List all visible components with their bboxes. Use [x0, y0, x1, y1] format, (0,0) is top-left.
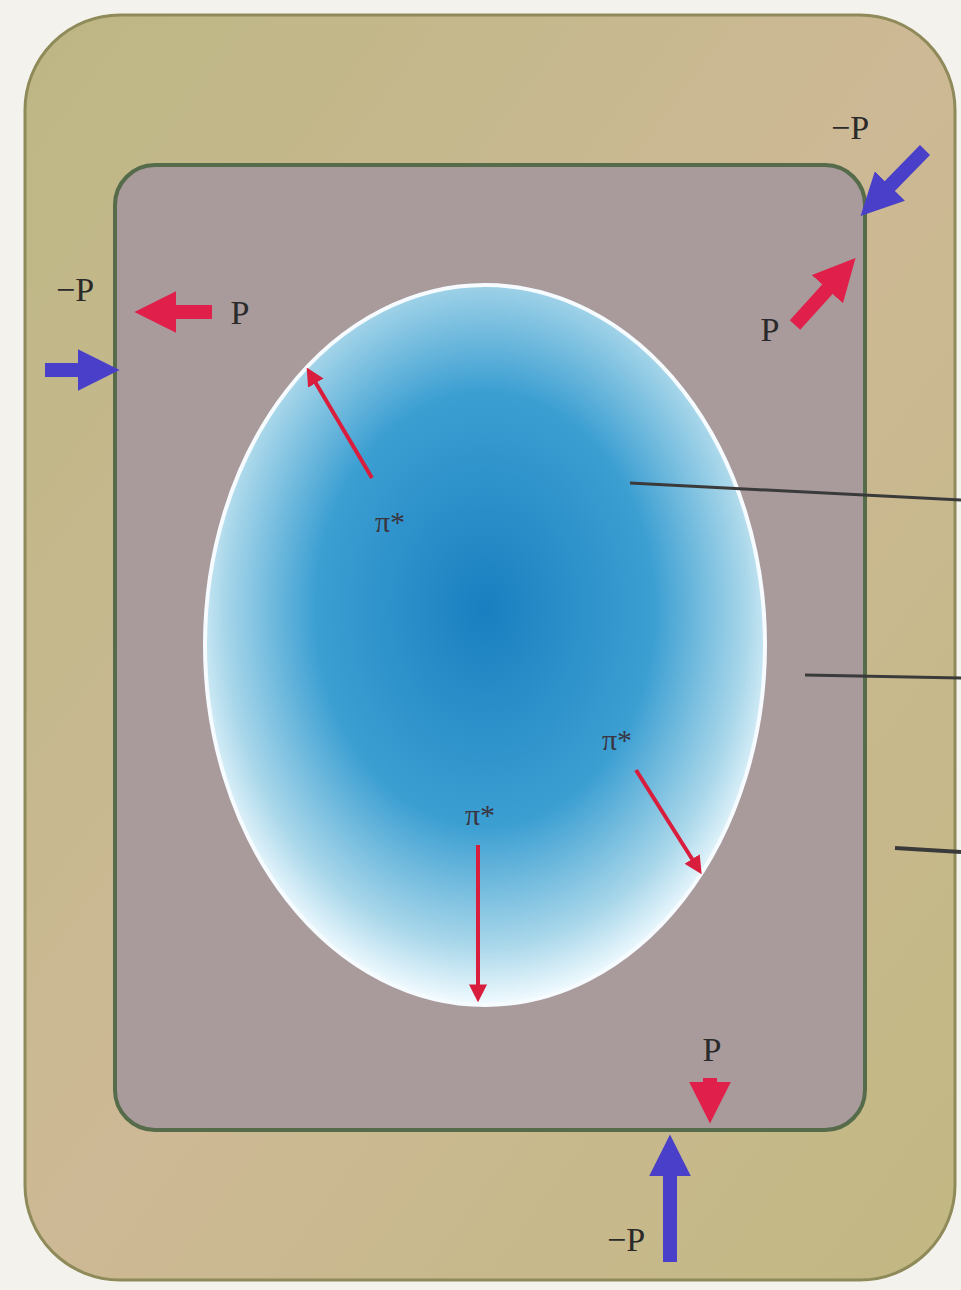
vacuole — [205, 285, 765, 1005]
pressure-label: −P — [607, 1223, 645, 1257]
pressure-label: −P — [831, 111, 869, 145]
osmotic-label: π* — [465, 800, 495, 830]
pressure-label: P — [761, 313, 780, 347]
osmotic-arrow — [636, 770, 694, 862]
protoplast — [115, 165, 865, 1130]
leader-line — [895, 848, 961, 852]
pressure-label: P — [703, 1033, 722, 1067]
osmotic-label: π* — [602, 725, 632, 755]
wall-pressure-arrow — [663, 1168, 677, 1262]
wall-pressure-arrow — [884, 150, 925, 192]
turgor-arrow — [168, 305, 212, 319]
turgor-arrow — [795, 283, 833, 325]
leader-line — [805, 675, 961, 678]
osmotic-label: π* — [375, 507, 405, 537]
cell-wall — [25, 15, 955, 1280]
pressure-label: −P — [56, 273, 94, 307]
leader-line — [630, 483, 961, 500]
turgor-arrow — [703, 1078, 717, 1090]
osmotic-arrow — [476, 845, 480, 988]
osmotic-arrow — [314, 380, 372, 478]
wall-pressure-arrow — [45, 363, 86, 377]
pressure-label: P — [231, 296, 250, 330]
